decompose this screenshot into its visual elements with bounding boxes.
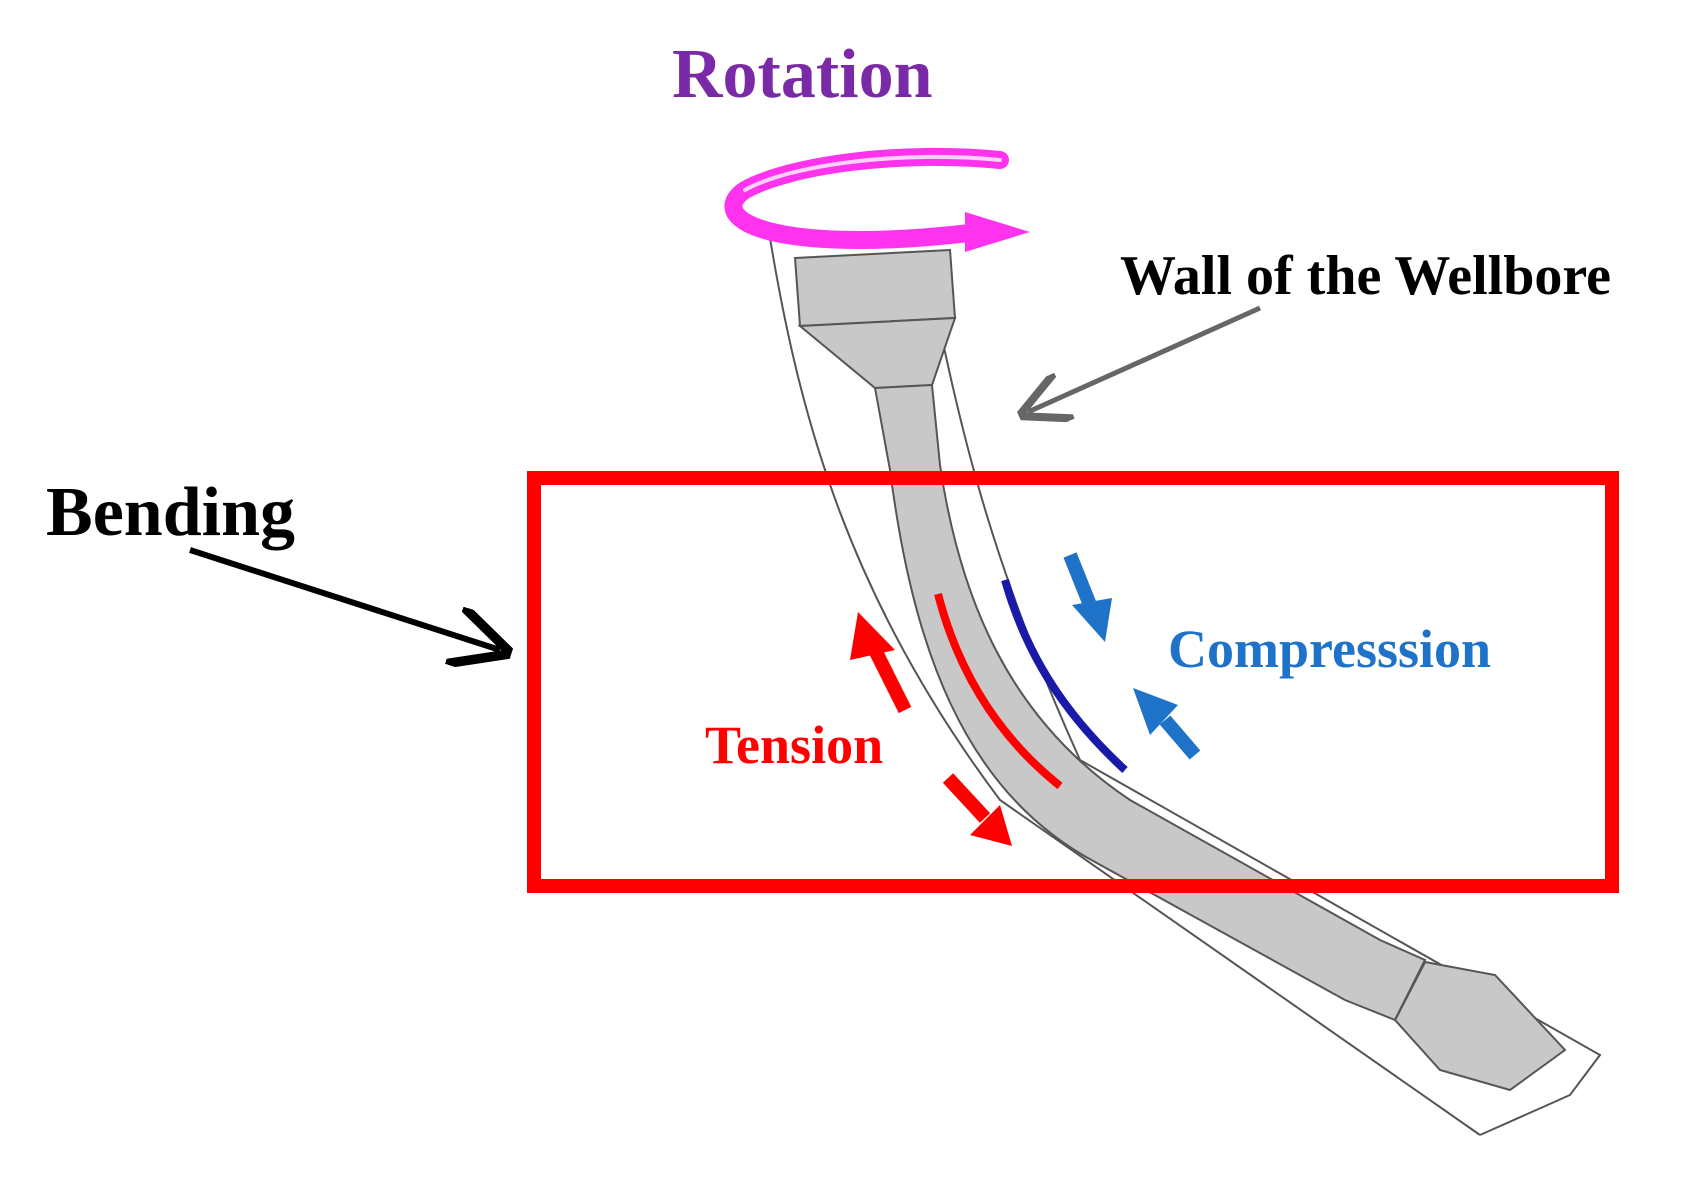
bending-region-box <box>527 471 1619 893</box>
wellbore-wall-label: Wall of the Wellbore <box>1120 245 1612 307</box>
bending-pointer-arrow <box>189 547 500 650</box>
tension-arrows <box>850 612 1012 846</box>
compression-line <box>1001 578 1128 773</box>
bending-label: Bending <box>46 474 295 551</box>
bottom-stabilizer <box>1393 960 1567 1092</box>
top-stabilizer-taper <box>797 316 957 390</box>
compression-arrows <box>1063 552 1201 760</box>
top-stabilizer <box>793 248 957 328</box>
tension-line <box>934 593 1063 790</box>
compression-label: Compresssion <box>1168 619 1492 679</box>
wall-pointer-arrow <box>1028 305 1262 412</box>
rotation-arrow <box>724 147 1030 252</box>
tension-label: Tension <box>705 715 884 775</box>
rotation-label: Rotation <box>672 36 933 113</box>
